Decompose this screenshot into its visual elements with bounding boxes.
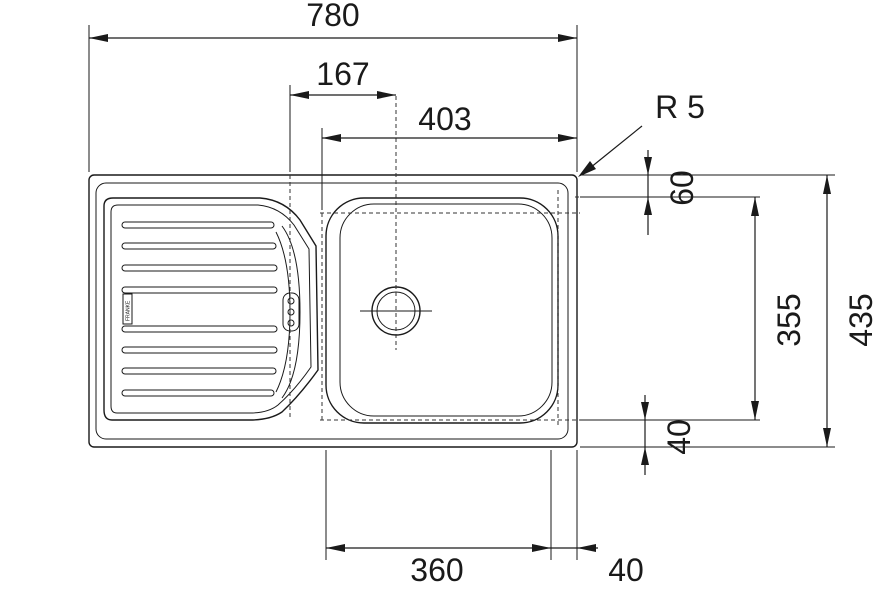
dimension-drainer-to-centre: 167 (290, 56, 396, 99)
dimension-bowl-width-top: 403 (322, 101, 577, 142)
dimension-label-r5: R 5 (655, 89, 705, 125)
drainer-groove (121, 286, 278, 294)
sink-inner-rim (95, 182, 569, 440)
overflow-hole (287, 308, 295, 316)
dimension-corner-radius: R 5 (578, 89, 705, 177)
drainer-groove (121, 242, 277, 250)
dimension-label-355: 355 (771, 293, 807, 346)
drainer-inner-outline (110, 204, 312, 414)
drainer-channel (281, 225, 301, 399)
drainer-outline (103, 197, 319, 421)
sink-outer-rim (88, 174, 578, 448)
drainer-groove (121, 346, 278, 354)
dimension-label-40-vertical: 40 (661, 419, 697, 455)
dimension-label-780: 780 (306, 0, 359, 33)
overflow-slot (282, 292, 300, 332)
drainer-groove (121, 264, 278, 272)
dimension-label-360: 360 (410, 552, 463, 588)
dimension-bottom-margin: 40 (641, 395, 697, 475)
overflow-hole (287, 319, 295, 327)
drainer-groove (121, 367, 277, 375)
dimension-label-40-horizontal: 40 (608, 552, 644, 588)
dimension-label-435: 435 (843, 293, 879, 346)
dimension-label-60: 60 (664, 170, 700, 206)
dimension-side-margin: 40 (551, 544, 644, 588)
drainer-groove (121, 221, 275, 229)
bowl-inner (339, 203, 553, 417)
dimension-bowl-depth: 355 (751, 197, 807, 420)
reference-lines (289, 96, 640, 425)
dimension-total-depth: 435 (823, 175, 879, 447)
drainer-board: FRANKE (103, 197, 319, 421)
extension-lines (88, 25, 835, 560)
brand-plate (122, 293, 133, 325)
dimension-bowl-width-bottom: 360 (326, 544, 551, 588)
dimension-top-margin: 60 (644, 150, 700, 235)
dimension-total-width: 780 (89, 0, 577, 42)
overflow-hole (287, 297, 295, 305)
drainer-groove (121, 325, 278, 333)
dimension-label-167: 167 (316, 56, 369, 92)
sink-body (88, 174, 578, 448)
drainer-groove (121, 389, 275, 397)
brand-mark: FRANKE (126, 300, 132, 321)
dimension-label-403: 403 (418, 101, 471, 137)
sink-bowl (325, 197, 559, 424)
